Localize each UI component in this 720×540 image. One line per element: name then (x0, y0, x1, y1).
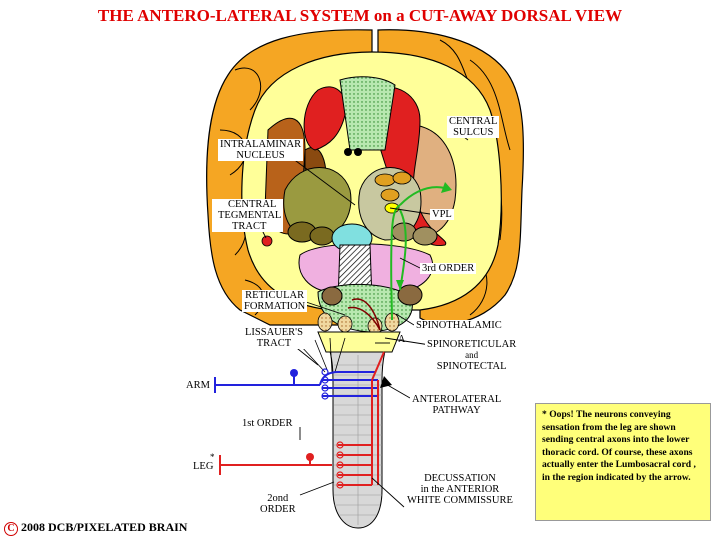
label-central-sulcus-line2: SULCUS (453, 127, 494, 138)
copyright-text: 2008 DCB/PIXELATED BRAIN (21, 520, 188, 534)
label-anterolateral-pathway: ANTEROLATERAL PATHWAY (410, 394, 504, 416)
label-central-sulcus-line1: CENTRAL (449, 116, 498, 127)
label-lissauer-line1: LISSAUER'S (245, 327, 303, 338)
oops-note: * Oops! The neurons conveying sensation … (535, 403, 711, 521)
label-leg-asterisk: * (210, 452, 215, 462)
label-reticular-formation: RETICULAR FORMATION (242, 290, 308, 312)
label-third-order: 3rd ORDER (420, 263, 477, 274)
label-decussation-line2: in the ANTERIOR (420, 484, 500, 495)
label-vpl: VPL (430, 209, 454, 220)
label-reticular-line2: FORMATION (244, 301, 306, 312)
label-anterolateral-line2: PATHWAY (432, 405, 481, 416)
label-second-order-line1: 2ond (267, 493, 289, 504)
label-intralaminar-nucleus: INTRALAMINAR NUCLEUS (218, 139, 304, 161)
label-arm: ARM (186, 380, 210, 391)
label-intralaminar-line1: INTRALAMINAR (220, 139, 302, 150)
label-spinoreticular-line3: SPINOTECTAL (436, 361, 507, 372)
label-decussation-line1: DECUSSATION (424, 473, 496, 484)
label-marker-a: A (398, 334, 406, 345)
copyright: C 2008 DCB/PIXELATED BRAIN (4, 520, 187, 536)
leg-neuron (219, 351, 385, 486)
label-second-order: 2ond ORDER (258, 493, 298, 515)
label-spinoreticular-line1: SPINORETICULAR (427, 339, 517, 350)
label-anterolateral-line1: ANTEROLATERAL (412, 394, 502, 405)
label-intralaminar-line2: NUCLEUS (236, 150, 285, 161)
label-central-tegmental-tract: CENTRAL TEGMENTAL TRACT (212, 199, 284, 232)
label-lissauers-tract: LISSAUER'S TRACT (243, 327, 305, 349)
label-decussation: DECUSSATION in the ANTERIOR WHITE COMMIS… (405, 473, 515, 506)
label-spinoreticular: SPINORETICULAR and SPINOTECTAL (425, 339, 519, 372)
caudate-left (303, 86, 347, 151)
label-ctt-line1: CENTRAL (228, 199, 277, 210)
label-reticular-line1: RETICULAR (245, 290, 305, 301)
label-central-sulcus: CENTRAL SULCUS (447, 116, 500, 138)
spinal-cord (321, 331, 393, 529)
label-spinothalamic: SPINOTHALAMIC (414, 320, 504, 331)
label-second-order-line2: ORDER (260, 504, 296, 515)
label-spinoreticular-line2: and (465, 350, 479, 360)
label-lissauer-line2: TRACT (256, 338, 292, 349)
label-leg: LEG (193, 461, 214, 472)
copyright-icon: C (4, 522, 18, 536)
label-ctt-line3: TRACT (232, 221, 267, 232)
septum (339, 76, 396, 151)
label-ctt-line2: TEGMENTAL (218, 210, 282, 221)
label-first-order: 1st ORDER (240, 418, 295, 429)
label-decussation-line3: WHITE COMMISSURE (407, 495, 513, 506)
page-title: THE ANTERO-LATERAL SYSTEM on a CUT-AWAY … (97, 6, 623, 25)
